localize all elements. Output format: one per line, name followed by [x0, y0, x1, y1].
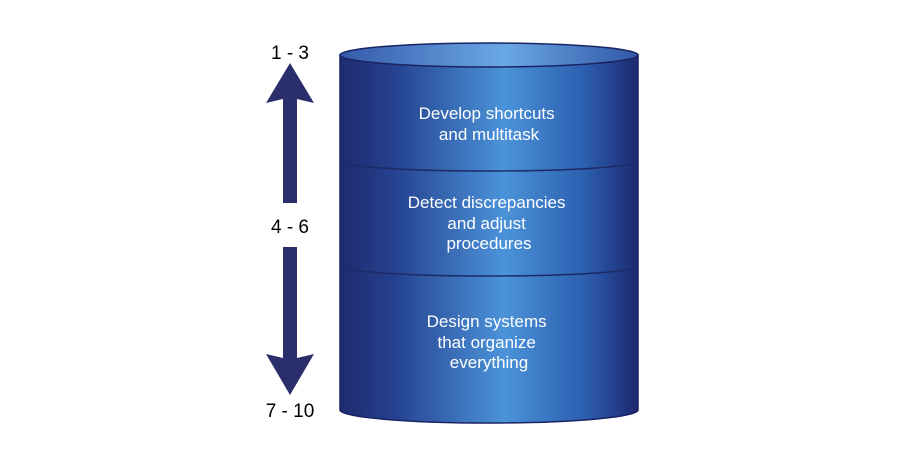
layer-text-shortcuts: Develop shortcuts and multitask	[419, 104, 560, 144]
scale-label-top: 1 - 3	[271, 43, 309, 64]
cylinder-body	[339, 54, 639, 424]
layer-divider	[339, 160, 639, 172]
cylinder-top	[339, 42, 639, 68]
layer-text-design-systems: Design systems that organize everything	[427, 312, 552, 372]
scale-label-middle: 4 - 6	[271, 217, 309, 238]
arrow-up-icon	[266, 63, 314, 203]
arrow-down-icon	[266, 247, 314, 395]
layer-divider	[339, 265, 639, 277]
layer-text-discrepancies: Detect discrepancies and adjust procedur…	[408, 193, 571, 253]
scale-label-bottom: 7 - 10	[266, 401, 315, 422]
